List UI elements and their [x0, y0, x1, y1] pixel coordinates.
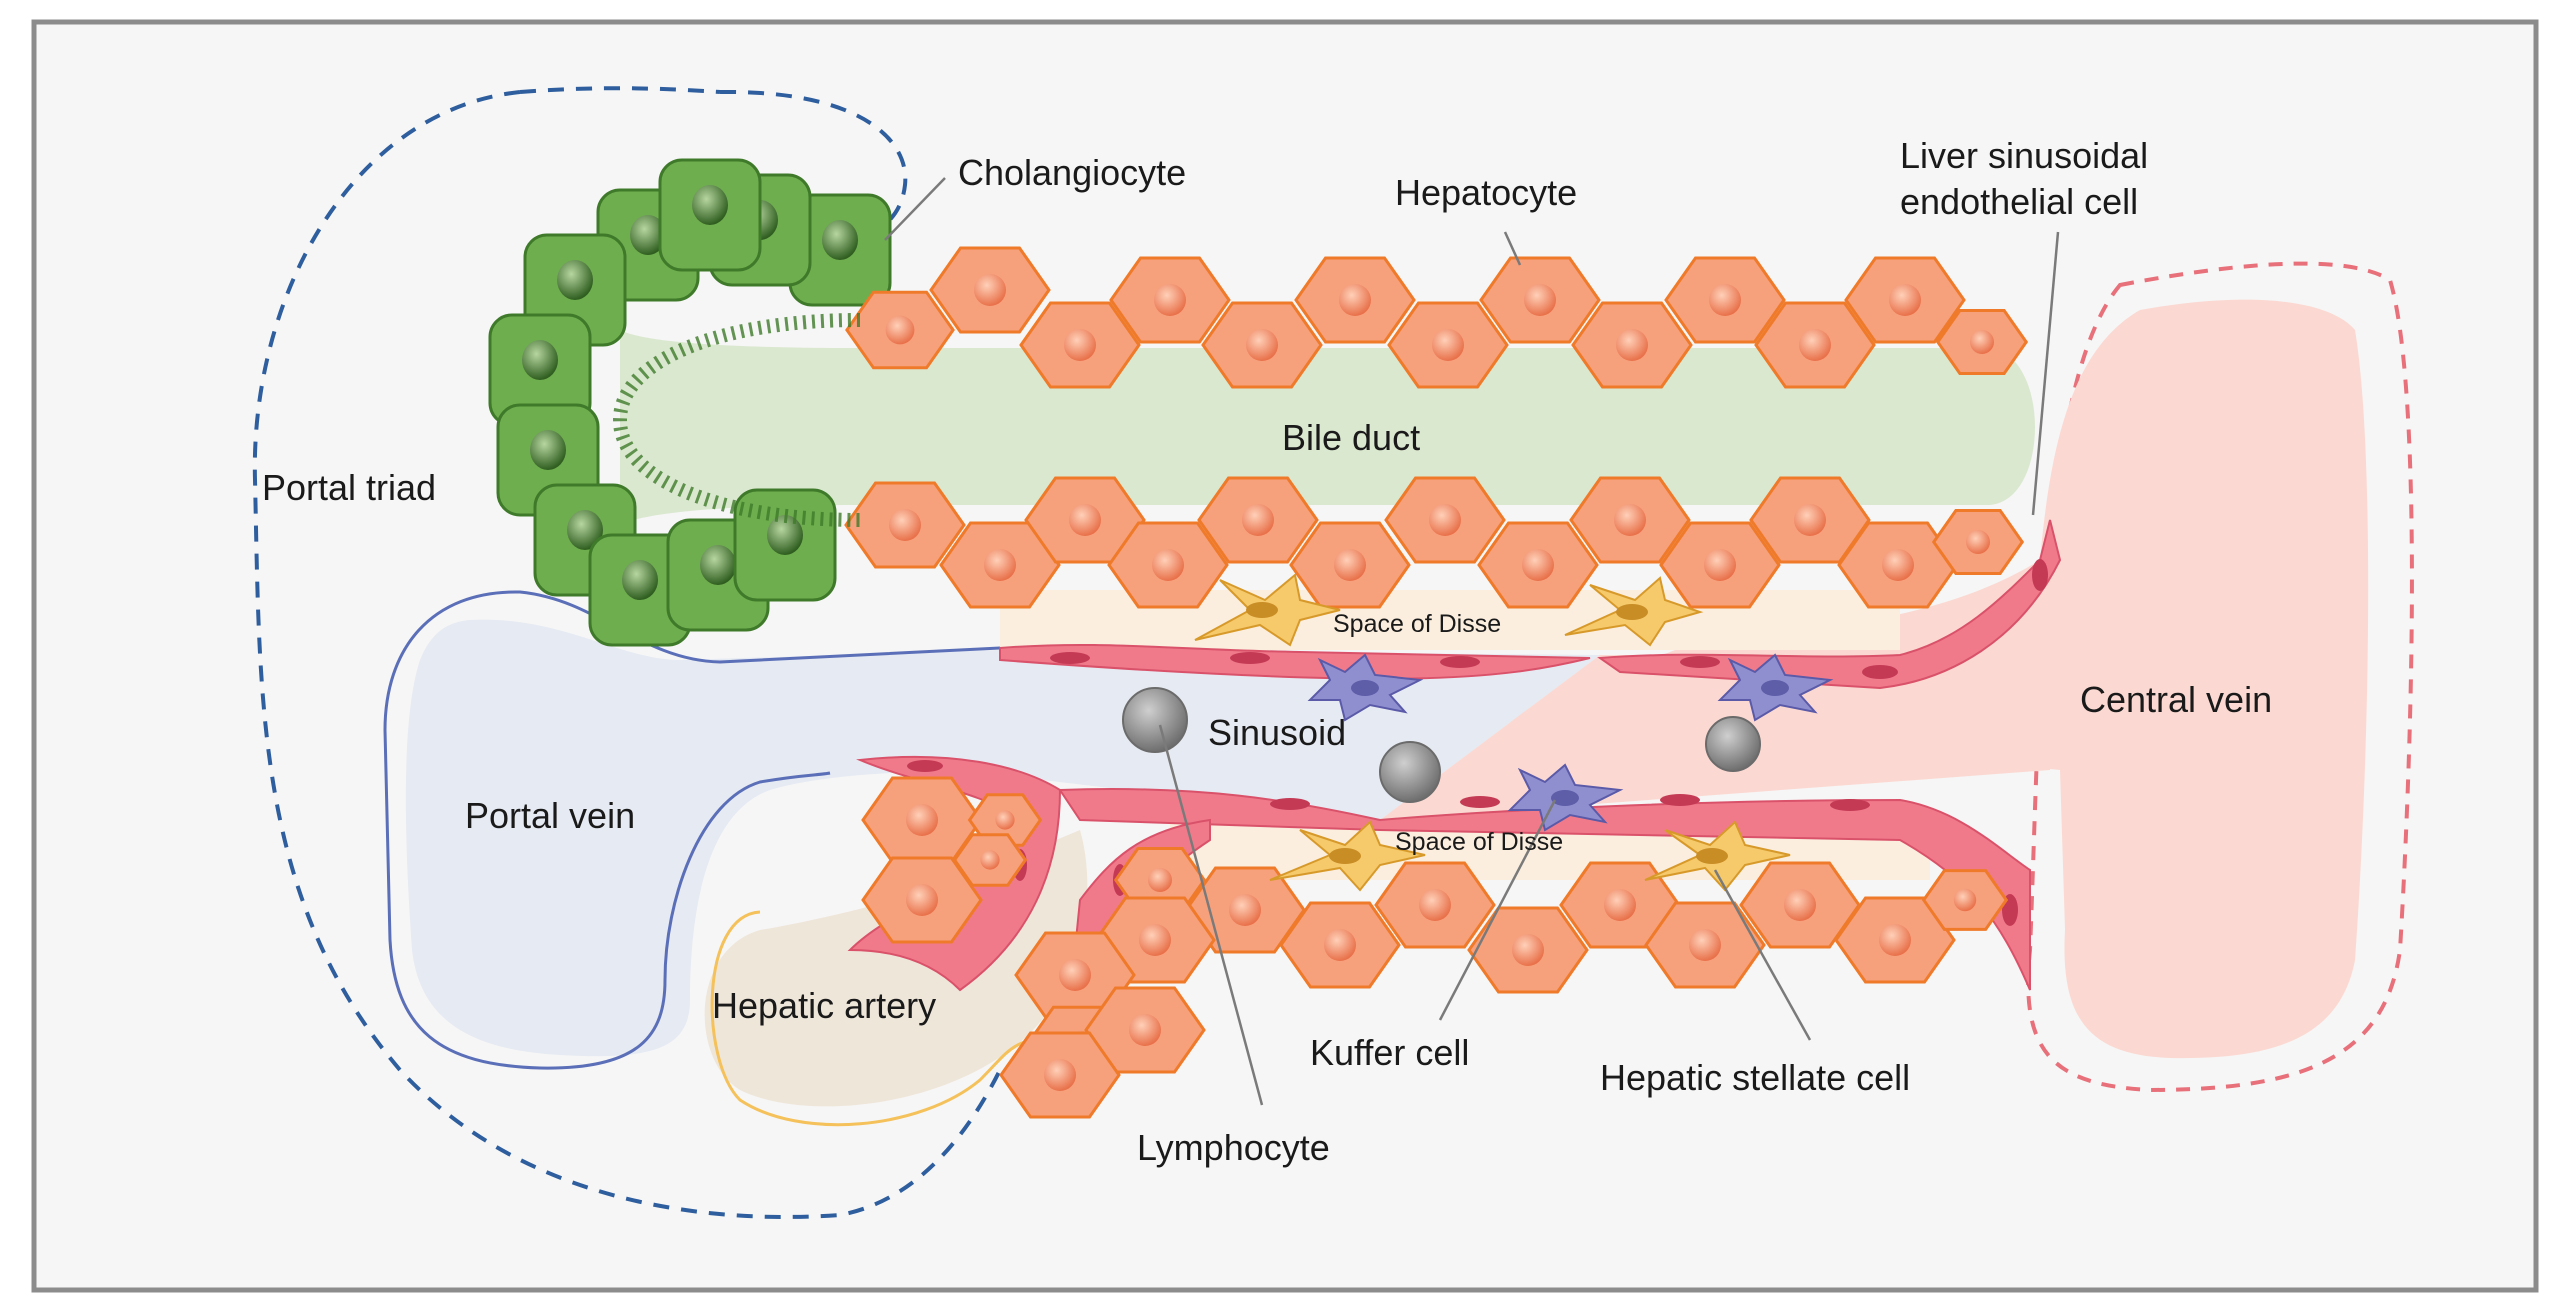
hepatocyte [999, 1031, 1121, 1119]
hepatocyte [1024, 476, 1146, 564]
label-cholangiocyte: Cholangiocyte [958, 152, 1186, 193]
label-hepatocyte: Hepatocyte [1395, 172, 1577, 213]
label-space-of-disse-bottom: Space of Disse [1395, 828, 1563, 856]
hepatocyte [1931, 509, 2025, 575]
hepatic-artery-outline [710, 910, 1061, 1127]
hepatocyte [1279, 901, 1401, 989]
hepatocyte [1019, 301, 1141, 389]
kupffer-nuclei [1351, 680, 1789, 806]
label-lymphocyte: Lymphocyte [1137, 1127, 1330, 1168]
hepatocyte-cords [844, 246, 2029, 1119]
hepatocyte [1569, 476, 1691, 564]
cholangiocyte [658, 158, 762, 272]
hepatocyte [1571, 301, 1693, 389]
hepatocyte [1294, 256, 1416, 344]
hepatocyte [1477, 521, 1599, 609]
hepatocyte [1201, 301, 1323, 389]
hepatocyte [1644, 901, 1766, 989]
hepatocyte [1659, 521, 1781, 609]
hepatocyte [1749, 476, 1871, 564]
label-space-of-disse-top: Space of Disse [1333, 610, 1501, 638]
hepatocyte [1479, 256, 1601, 344]
label-central-vein: Central vein [2080, 679, 2272, 720]
hepatocyte [1109, 256, 1231, 344]
portal-triad-outline [252, 89, 1002, 1219]
hepatocyte [1739, 861, 1861, 949]
label-portal-triad: Portal triad [262, 467, 436, 508]
hepatocyte [1374, 861, 1496, 949]
label-lsec-line1: Liver sinusoidal [1900, 135, 2148, 176]
central-vein-outline [2026, 261, 2414, 1093]
hepatocyte [1834, 896, 1956, 984]
stellate-nuclei [1246, 602, 1728, 864]
hepatocyte [1387, 301, 1509, 389]
portal-vein-outline [383, 590, 1001, 1070]
bile-duct [620, 330, 2035, 525]
hepatocyte [861, 776, 983, 864]
cholangiocyte-microvilli [612, 313, 861, 527]
hepatocyte [1664, 256, 1786, 344]
hepatocyte [861, 856, 983, 944]
hepatocyte [952, 833, 1028, 887]
label-lsec-line2: endothelial cell [1900, 181, 2138, 222]
label-sinusoid: Sinusoid [1208, 712, 1346, 753]
hepatocyte [1107, 521, 1229, 609]
hepatocyte [1384, 476, 1506, 564]
hepatocyte [1837, 521, 1959, 609]
label-hepatic-artery: Hepatic artery [712, 985, 936, 1026]
hepatocyte [1935, 309, 2029, 375]
leader-lines [884, 177, 2060, 1106]
endothelial-nuclei [907, 559, 2048, 926]
hepatocyte [1197, 476, 1319, 564]
portal-vein [405, 619, 1020, 1057]
label-hepatic-stellate-cell: Hepatic stellate cell [1600, 1057, 1910, 1098]
hepatocyte [929, 246, 1051, 334]
hepatocyte [1754, 301, 1876, 389]
cholangiocyte [488, 313, 592, 427]
label-bile-duct: Bile duct [1282, 417, 1420, 458]
hepatocyte [1844, 256, 1966, 344]
hepatocyte [1084, 986, 1206, 1074]
hepatocyte [845, 290, 955, 370]
cholangiocyte [588, 533, 692, 647]
label-portal-vein: Portal vein [465, 795, 635, 836]
hepatocyte [939, 521, 1061, 609]
label-kuffer-cell: Kuffer cell [1310, 1032, 1469, 1073]
hepatocyte [1921, 869, 2009, 931]
lymphocytes [1122, 687, 1761, 803]
portal-triad-outline-top [519, 86, 721, 94]
hepatocyte [844, 481, 966, 569]
